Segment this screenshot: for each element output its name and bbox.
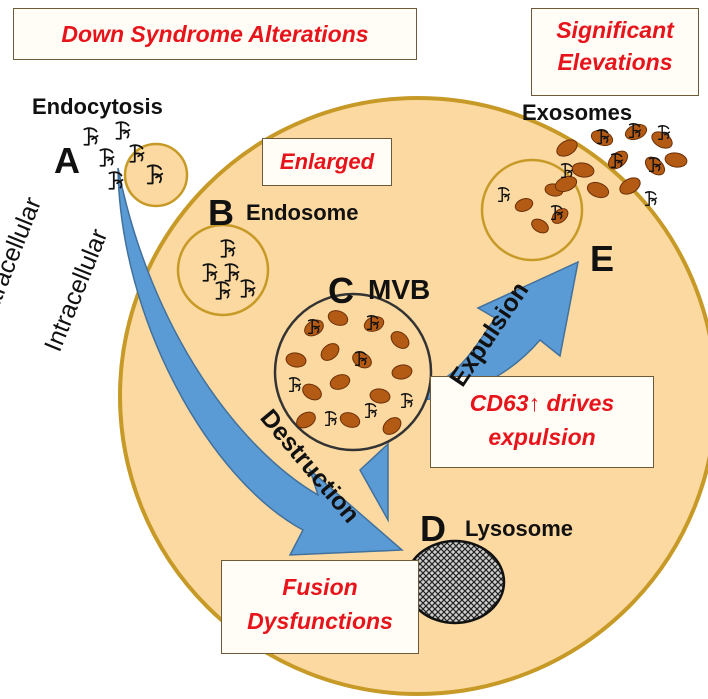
stage-b-letter: B (208, 192, 234, 233)
endosome (176, 223, 270, 317)
endocytosis-label: Endocytosis (32, 94, 163, 119)
mvb-intraluminal-vesicles (285, 310, 413, 435)
mvb-to-lysosome-arrow (359, 442, 389, 523)
stage-d-letter: D (420, 508, 446, 549)
released-exosomes (554, 123, 688, 207)
destruction-arrow (117, 167, 404, 556)
mvb-label: MVB (368, 274, 431, 305)
lysosome (404, 539, 506, 625)
enlarged-box: Enlarged (262, 138, 392, 186)
elevations-line1: Significant (556, 17, 674, 43)
exosomes-label: Exosomes (522, 100, 633, 125)
fusion-box: Fusion Dysfunctions (221, 560, 419, 654)
cd63-line1: CD63↑ drives (469, 390, 615, 416)
stage-c-letter: C (328, 270, 354, 311)
fusion-line2: Dysfunctions (247, 608, 393, 634)
stage-a-letter: A (54, 140, 80, 181)
cd63-line2: expulsion (488, 424, 596, 450)
title-text: Down Syndrome Alterations (61, 21, 369, 47)
secretory-vesicles (514, 183, 569, 234)
elevations-box: Significant Elevations (531, 8, 699, 96)
endosome-label: Endosome (246, 200, 359, 225)
fusion-line1: Fusion (282, 574, 358, 600)
enlarged-text: Enlarged (279, 149, 375, 174)
elevations-line2: Elevations (557, 49, 673, 75)
cd63-box: CD63↑ drives expulsion (430, 376, 654, 468)
title-box: Down Syndrome Alterations (13, 8, 417, 60)
stage-e-letter: E (590, 238, 615, 279)
lysosome-label: Lysosome (465, 516, 574, 541)
